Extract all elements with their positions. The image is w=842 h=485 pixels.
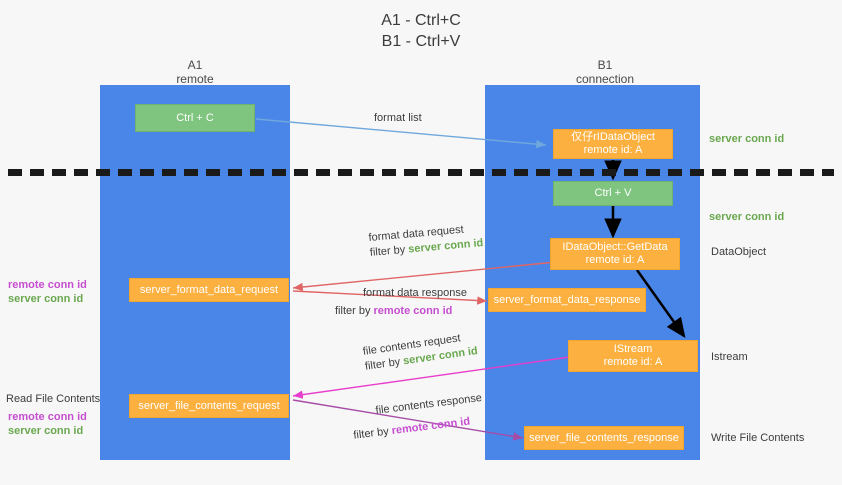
diagram-title: A1 - Ctrl+C B1 - Ctrl+V [0,10,842,52]
box-idataobject-line2: remote id: A [583,144,643,156]
lane-header-a1: A1 remote [135,58,255,86]
label-format-data-response: format data response filter by remote co… [335,286,467,319]
label-format-data-response-filter: filter by remote conn id [335,301,467,319]
label-file-contents-request-filter-prefix: filter by [364,355,405,373]
right-note-server-conn-id-top: server conn id [709,133,785,145]
arrow-getdata-to-istream [635,269,686,339]
box-istream-line1: IStream [613,343,653,355]
left-note-server-conn-id-upper: server conn id [8,293,84,305]
left-note-server-conn-id-lower: server conn id [8,425,84,437]
right-note-write-file-contents: Write File Contents [711,432,805,444]
box-server-file-contents-response[interactable]: server_file_contents_response [524,426,684,450]
box-ctrl-c[interactable]: Ctrl + C [135,104,255,132]
right-note-dataobject: DataObject [711,246,767,258]
box-server-file-contents-request[interactable]: server_file_contents_request [129,394,289,418]
title-line-1: A1 - Ctrl+C [381,12,461,29]
label-format-list-text: format list [374,112,422,124]
phase-separator [8,169,834,176]
box-getdata[interactable]: IDataObject::GetData remote id: A [550,238,680,270]
arrow-format-data-request [292,261,557,292]
box-server-format-data-response[interactable]: server_format_data_response [488,288,646,312]
lane-header-a1-name: A1 [187,58,203,72]
label-format-data-response-filter-prefix: filter by [335,305,374,317]
title-line-2: B1 - Ctrl+V [381,33,461,50]
box-ctrl-v[interactable]: Ctrl + V [553,181,673,206]
lane-header-b1-sub: connection [575,72,635,86]
lane-header-a1-sub: remote [176,72,214,86]
arrow-format-data-response [292,290,488,305]
left-note-read-file-contents-text: Read File Contents [6,393,101,405]
arrow-file-contents-response [292,399,524,441]
box-istream[interactable]: IStream remote id: A [568,340,698,372]
box-ctrl-v-label: Ctrl + V [594,187,632,199]
left-note-conn-ids-lower: remote conn id server conn id [8,410,98,438]
label-format-list: format list [374,111,422,126]
left-note-read-file-contents: Read File Contents [6,392,101,406]
arrow-format-list [255,118,547,149]
right-note-istream: Istream [711,351,748,363]
box-idataobject-line1: 仅仔rIDataObject [571,131,655,143]
box-server-file-contents-request-label: server_file_contents_request [138,399,280,412]
box-istream-line2: remote id: A [603,356,663,368]
box-ctrl-c-label: Ctrl + C [176,111,214,124]
box-server-file-contents-response-label: server_file_contents_response [529,431,679,444]
lane-header-b1: B1 connection [540,58,670,86]
box-getdata-line1: IDataObject::GetData [562,241,668,253]
box-server-format-data-response-label: server_format_data_response [493,293,641,306]
box-getdata-line2: remote id: A [585,254,645,266]
box-server-format-data-request[interactable]: server_format_data_request [129,278,289,302]
label-format-data-response-filter-value: remote conn id [373,305,453,317]
left-note-conn-ids-upper: remote conn id server conn id [8,278,98,306]
label-format-data-response-line1: format data response [363,287,467,299]
arrow-file-contents-request [292,356,571,399]
box-server-format-data-request-label: server_format_data_request [139,283,279,296]
label-file-contents-response-filter-prefix: filter by [352,425,393,442]
left-note-remote-conn-id-lower: remote conn id [8,411,87,423]
left-note-remote-conn-id-upper: remote conn id [8,279,87,291]
right-note-server-conn-id-mid: server conn id [709,211,785,223]
box-idataobject[interactable]: 仅仔rIDataObject remote id: A [553,129,673,159]
lane-header-b1-name: B1 [597,58,613,72]
label-format-data-request-filter-prefix: filter by [369,243,409,259]
